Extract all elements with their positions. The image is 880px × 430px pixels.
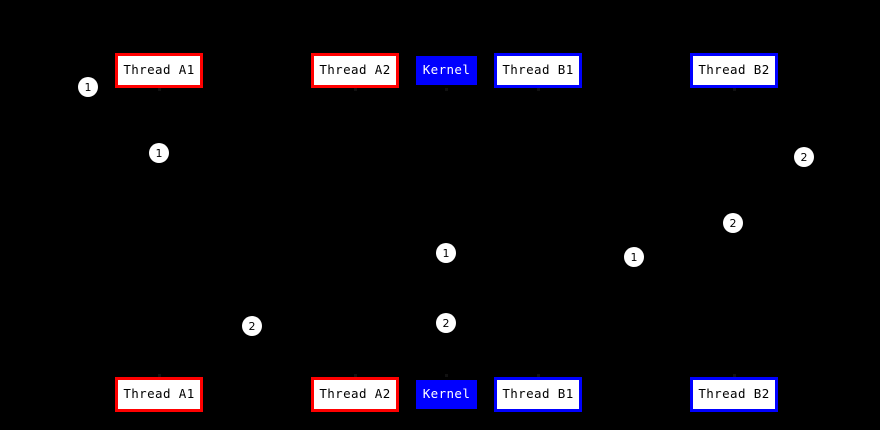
participant-thread-b1-bottom[interactable]: Thread B1 <box>494 377 582 412</box>
step-marker-label: 2 <box>442 316 450 330</box>
step-marker-label: 1 <box>84 80 92 94</box>
participant-thread-b1-top[interactable]: Thread B1 <box>494 53 582 88</box>
step-marker-label: 1 <box>630 250 638 264</box>
lifeline-tick-b1-top <box>537 88 540 91</box>
participant-label: Thread B2 <box>698 62 770 78</box>
participant-thread-b2-top[interactable]: Thread B2 <box>690 53 778 88</box>
lifeline-tick-a1-top <box>158 88 161 91</box>
step-marker-8[interactable]: 2 <box>436 313 456 333</box>
participant-label: Thread A1 <box>123 62 195 78</box>
participant-kernel-top[interactable]: Kernel <box>416 56 477 85</box>
step-marker-label: 2 <box>729 216 737 230</box>
participant-label: Thread B1 <box>502 62 574 78</box>
participant-label: Thread A2 <box>319 62 391 78</box>
participant-label: Thread A1 <box>123 386 195 402</box>
participant-thread-a2-top[interactable]: Thread A2 <box>311 53 399 88</box>
step-marker-2[interactable]: 1 <box>149 143 169 163</box>
participant-thread-a1-top[interactable]: Thread A1 <box>115 53 203 88</box>
lifeline-thread-a2 <box>355 88 356 377</box>
lifeline-thread-a1 <box>159 88 160 377</box>
step-marker-label: 1 <box>442 246 450 260</box>
lifeline-thread-b1 <box>538 88 539 377</box>
step-marker-label: 2 <box>248 319 256 333</box>
message-arrow-1-a2-kernel <box>355 240 446 241</box>
message-arrow-2-kernel-a1 <box>159 338 446 339</box>
lifeline-tick-b1-bottom <box>537 374 540 377</box>
participant-label: Thread B2 <box>698 386 770 402</box>
message-arrow-1-kernel-b1 <box>446 268 538 269</box>
step-marker-1[interactable]: 1 <box>78 77 98 97</box>
participant-thread-b2-bottom[interactable]: Thread B2 <box>690 377 778 412</box>
lifeline-kernel <box>446 88 447 377</box>
step-marker-label: 2 <box>800 150 808 164</box>
step-marker-6[interactable]: 1 <box>624 247 644 267</box>
lifeline-tick-a2-bottom <box>354 374 357 377</box>
participant-label: Thread A2 <box>319 386 391 402</box>
lifeline-tick-b2-bottom <box>733 374 736 377</box>
message-arrow-2-b2-kernel <box>446 310 734 311</box>
lifeline-tick-b2-top <box>733 88 736 91</box>
participant-kernel-bottom[interactable]: Kernel <box>416 380 477 409</box>
participant-label: Thread B1 <box>502 386 574 402</box>
lifeline-tick-kernel-bottom <box>445 374 448 377</box>
participant-thread-a2-bottom[interactable]: Thread A2 <box>311 377 399 412</box>
participant-thread-a1-bottom[interactable]: Thread A1 <box>115 377 203 412</box>
participant-label: Kernel <box>422 386 471 402</box>
step-marker-7[interactable]: 2 <box>242 316 262 336</box>
participant-label: Kernel <box>422 62 471 78</box>
step-marker-4[interactable]: 2 <box>723 213 743 233</box>
lifeline-tick-a1-bottom <box>158 374 161 377</box>
step-marker-3[interactable]: 2 <box>794 147 814 167</box>
lifeline-tick-a2-top <box>354 88 357 91</box>
step-marker-label: 1 <box>155 146 163 160</box>
lifeline-tick-kernel-top <box>445 88 448 91</box>
step-marker-5[interactable]: 1 <box>436 243 456 263</box>
